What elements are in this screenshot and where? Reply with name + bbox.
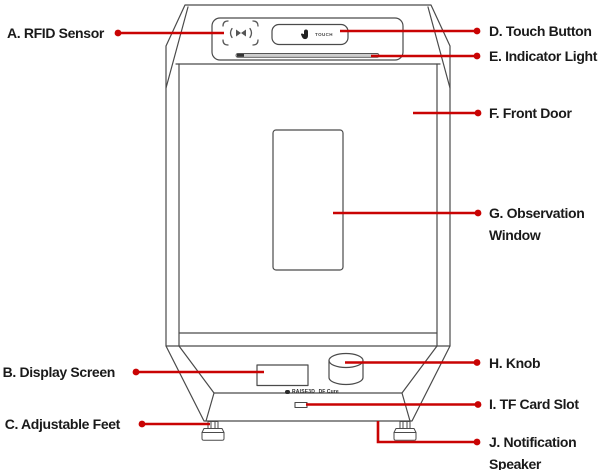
label-display-screen: B. Display Screen xyxy=(2,364,116,380)
leader-display-screen xyxy=(132,368,264,376)
label-indicator-light: E. Indicator Light xyxy=(489,48,598,64)
tf-card-slot xyxy=(294,401,308,409)
label-rfid-sensor: A. RFID Sensor xyxy=(6,25,104,41)
model-name: DF Cure xyxy=(318,389,339,395)
leader-observation-window xyxy=(333,209,482,217)
observation-window xyxy=(272,129,344,271)
leader-knob xyxy=(345,359,481,366)
brand-logo: RAISE3D DF Cure xyxy=(285,389,339,395)
label-tf-card-slot: I. TF Card Slot xyxy=(489,396,579,412)
touch-button xyxy=(271,23,349,46)
label-touch-button: D. Touch Button xyxy=(489,23,592,39)
adjustable-foot-right xyxy=(393,421,417,441)
leader-adjustable-feet xyxy=(138,420,210,428)
leader-front-door xyxy=(413,109,482,117)
device-outline xyxy=(165,4,451,422)
indicator-light xyxy=(235,53,380,58)
touch-finger-icon xyxy=(301,29,308,40)
label-adjustable-feet: C. Adjustable Feet xyxy=(4,416,121,432)
leader-touch-button xyxy=(340,27,481,35)
leader-lines xyxy=(114,27,482,446)
leader-indicator-light xyxy=(371,52,481,60)
label-notification-speaker: J. Notification Speaker xyxy=(489,434,577,470)
label-observation-window: G. Observation Window xyxy=(489,205,585,243)
top-panel xyxy=(211,17,404,61)
label-knob: H. Knob xyxy=(489,355,541,371)
leader-notification-speaker xyxy=(376,421,481,446)
rfid-sensor-icon xyxy=(222,20,259,46)
knob xyxy=(328,352,364,386)
leader-tf-card-slot xyxy=(306,401,482,408)
leader-rfid-sensor xyxy=(114,29,224,37)
display-screen xyxy=(256,364,309,387)
touch-button-text: TOUCH xyxy=(315,31,333,37)
label-front-door: F. Front Door xyxy=(489,105,572,121)
brand-name: RAISE3D xyxy=(292,389,316,395)
brand-logo-icon xyxy=(285,389,290,395)
